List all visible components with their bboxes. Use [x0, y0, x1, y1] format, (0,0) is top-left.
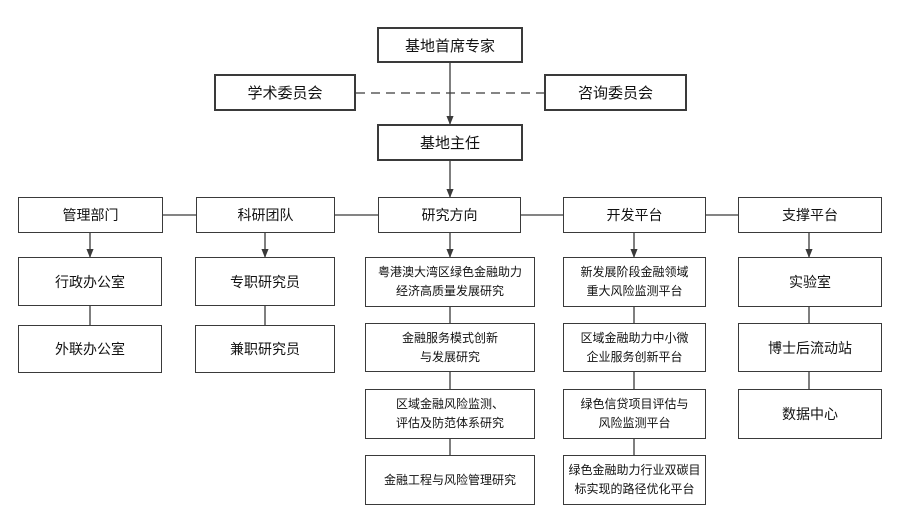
academic-committee-box: 学术委员会: [214, 74, 356, 111]
support-item-box: 实验室: [738, 257, 882, 307]
dept-management-box: 管理部门: [18, 197, 163, 233]
platform-item-box: 绿色金融助力行业双碳目 标实现的路径优化平台: [563, 455, 706, 505]
research-item-label: 金融服务模式创新 与发展研究: [401, 330, 498, 364]
advisory-committee-label: 咨询委员会: [577, 84, 653, 102]
team-item-box: 兼职研究员: [195, 325, 335, 373]
dept-support-platform-box: 支撑平台: [738, 197, 882, 233]
support-item-box: 数据中心: [738, 389, 882, 439]
platform-item-box: 绿色信贷项目评估与 风险监测平台: [563, 389, 706, 439]
mgmt-item-box: 外联办公室: [18, 325, 162, 373]
mgmt-item-label: 行政办公室: [55, 274, 125, 291]
team-item-box: 专职研究员: [195, 257, 335, 306]
research-item-box: 区域金融风险监测、 评估及防范体系研究: [365, 389, 535, 439]
support-item-label: 数据中心: [782, 407, 838, 423]
team-item-label: 兼职研究员: [230, 342, 300, 358]
research-item-label: 金融工程与风险管理研究: [383, 472, 516, 487]
research-item-label: 粤港澳大湾区绿色金融助力 经济高质量发展研究: [377, 265, 522, 298]
dept-research-team-label: 科研团队: [237, 208, 294, 224]
support-item-label: 实验室: [789, 275, 831, 291]
dept-research-direction-label: 研究方向: [421, 208, 478, 224]
mgmt-item-box: 行政办公室: [18, 257, 162, 306]
dept-research-team-box: 科研团队: [196, 197, 335, 233]
dept-management-label: 管理部门: [62, 208, 119, 224]
chief-expert-box: 基地首席专家: [377, 27, 523, 63]
academic-committee-label: 学术委员会: [247, 84, 323, 102]
research-item-box: 金融服务模式创新 与发展研究: [365, 323, 535, 372]
dept-dev-platform-label: 开发平台: [606, 208, 663, 224]
platform-item-label: 绿色金融助力行业双碳目 标实现的路径优化平台: [568, 463, 701, 496]
dept-support-platform-label: 支撑平台: [782, 208, 838, 224]
support-item-label: 博士后流动站: [768, 340, 852, 357]
platform-item-box: 区域金融助力中小微 企业服务创新平台: [563, 323, 706, 372]
director-box: 基地主任: [377, 124, 523, 161]
platform-item-label: 新发展阶段金融领域 重大风险监测平台: [580, 265, 689, 298]
team-item-label: 专职研究员: [230, 274, 300, 291]
platform-item-box: 新发展阶段金融领域 重大风险监测平台: [563, 257, 706, 307]
platform-item-label: 区域金融助力中小微 企业服务创新平台: [580, 330, 689, 364]
platform-item-label: 绿色信贷项目评估与 风险监测平台: [580, 397, 689, 430]
advisory-committee-box: 咨询委员会: [544, 74, 687, 111]
research-item-box: 粤港澳大湾区绿色金融助力 经济高质量发展研究: [365, 257, 535, 307]
dept-dev-platform-box: 开发平台: [563, 197, 706, 233]
research-item-label: 区域金融风险监测、 评估及防范体系研究: [395, 397, 504, 430]
mgmt-item-label: 外联办公室: [55, 342, 125, 358]
chief-expert-label: 基地首席专家: [404, 36, 495, 55]
dept-research-direction-box: 研究方向: [378, 197, 521, 233]
research-item-box: 金融工程与风险管理研究: [365, 455, 535, 505]
director-label: 基地主任: [419, 134, 480, 152]
support-item-box: 博士后流动站: [738, 323, 882, 372]
